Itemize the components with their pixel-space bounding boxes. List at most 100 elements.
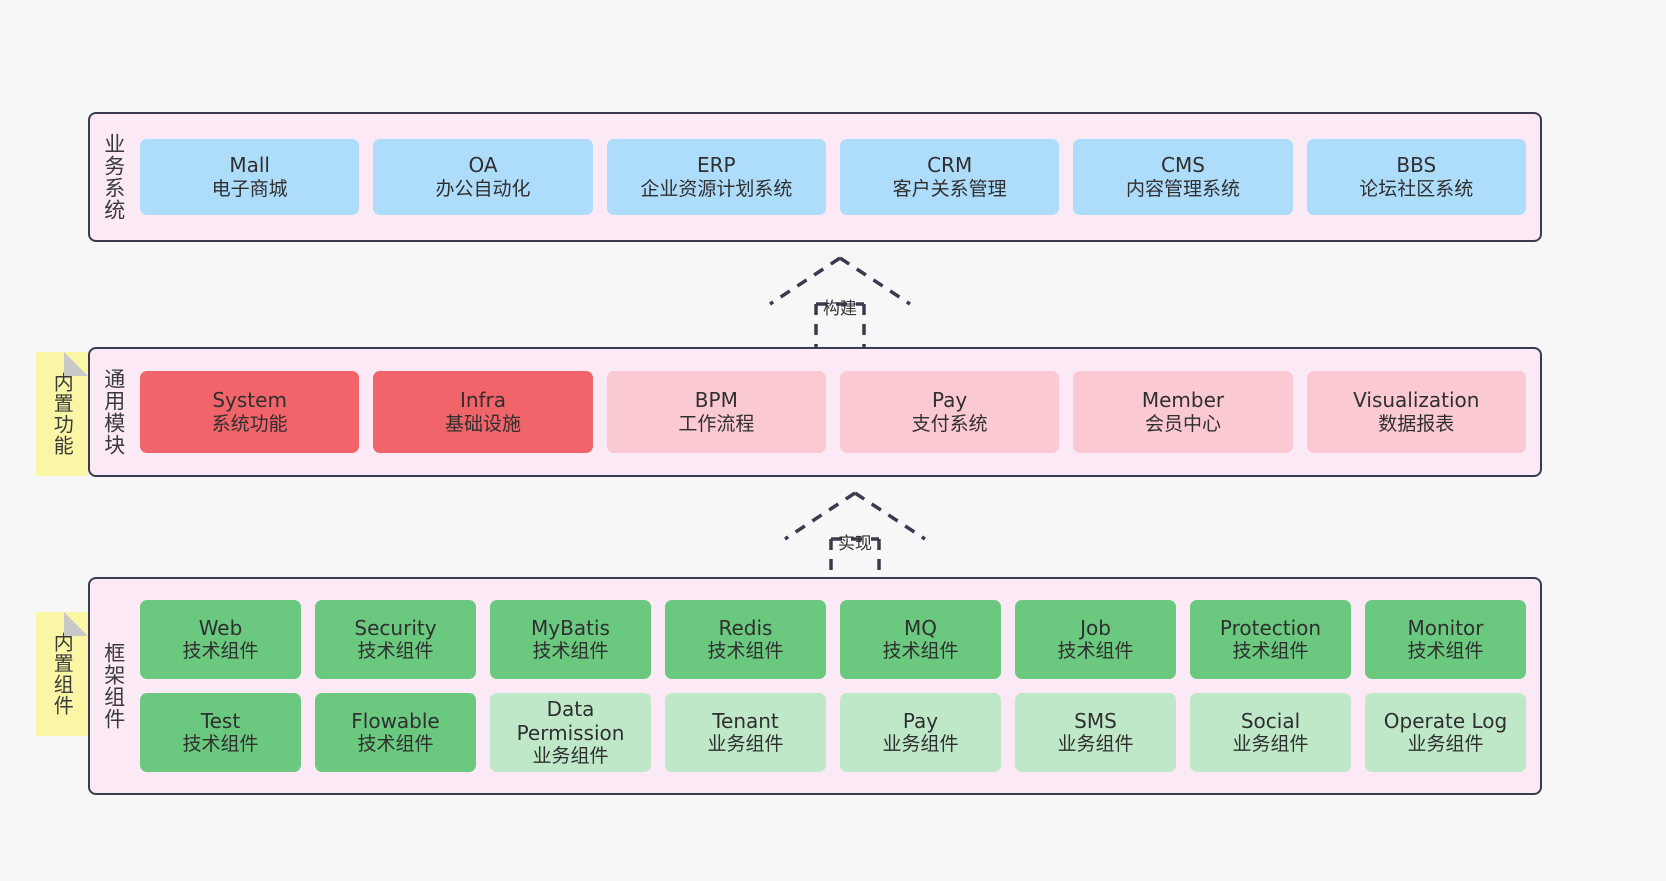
card-subtitle: 技术组件 xyxy=(1407,640,1484,663)
card-pay-business[interactable]: Pay 业务组件 xyxy=(840,693,1001,772)
framework-row-business: Test 技术组件 Flowable 技术组件 Data Permission … xyxy=(140,693,1526,772)
card-title: ERP xyxy=(697,153,736,178)
card-data-permission[interactable]: Data Permission 业务组件 xyxy=(490,693,651,772)
card-title: Data Permission xyxy=(516,696,625,745)
card-visualization[interactable]: Visualization 数据报表 xyxy=(1306,371,1526,453)
card-subtitle: 技术组件 xyxy=(357,733,434,756)
card-subtitle: 业务组件 xyxy=(1407,733,1484,756)
card-sms[interactable]: SMS 业务组件 xyxy=(1015,693,1176,772)
card-subtitle: 论坛社区系统 xyxy=(1359,177,1474,200)
card-test[interactable]: Test 技术组件 xyxy=(140,693,301,772)
card-job[interactable]: Job 技术组件 xyxy=(1015,600,1176,679)
card-title: BBS xyxy=(1396,153,1437,178)
card-subtitle: 技术组件 xyxy=(357,640,434,663)
business-card-list: Mall 电子商城 OA 办公自动化 ERP 企业资源计划系统 CRM 客户关系… xyxy=(136,114,1540,240)
card-subtitle: 电子商城 xyxy=(211,177,288,200)
card-title: BPM xyxy=(694,388,738,413)
card-title: Pay xyxy=(902,708,939,733)
card-title: CRM xyxy=(927,153,973,178)
layer-label-common: 通用模块 xyxy=(101,368,126,456)
card-title: Member xyxy=(1141,388,1225,413)
card-subtitle: 业务组件 xyxy=(882,733,959,756)
note-fold-icon xyxy=(64,352,88,376)
card-title: Security xyxy=(354,615,437,640)
framework-card-list: Web 技术组件 Security 技术组件 MyBatis 技术组件 Redi… xyxy=(136,579,1540,793)
card-subtitle: 数据报表 xyxy=(1378,412,1455,435)
card-title: SMS xyxy=(1074,708,1117,733)
common-card-list: System 系统功能 Infra 基础设施 BPM 工作流程 Pay 支付系统… xyxy=(136,349,1540,475)
note-builtin-features: 内置功能 xyxy=(36,352,88,476)
card-erp[interactable]: ERP 企业资源计划系统 xyxy=(606,139,826,215)
card-operate-log[interactable]: Operate Log 业务组件 xyxy=(1365,693,1526,772)
note-label: 内置功能 xyxy=(50,372,75,456)
card-title: Redis xyxy=(718,615,773,640)
card-protection[interactable]: Protection 技术组件 xyxy=(1190,600,1351,679)
card-flowable[interactable]: Flowable 技术组件 xyxy=(315,693,476,772)
card-title: Social xyxy=(1240,708,1301,733)
card-title: Monitor xyxy=(1407,615,1484,640)
card-bbs[interactable]: BBS 论坛社区系统 xyxy=(1306,139,1526,215)
card-member[interactable]: Member 会员中心 xyxy=(1073,371,1293,453)
layer-common-modules: 通用模块 System 系统功能 Infra 基础设施 BPM 工作流程 Pay… xyxy=(88,347,1542,477)
card-subtitle: 业务组件 xyxy=(1057,733,1134,756)
card-subtitle: 工作流程 xyxy=(678,412,755,435)
card-cms[interactable]: CMS 内容管理系统 xyxy=(1073,139,1293,215)
card-infra[interactable]: Infra 基础设施 xyxy=(373,371,593,453)
card-mq[interactable]: MQ 技术组件 xyxy=(840,600,1001,679)
card-web[interactable]: Web 技术组件 xyxy=(140,600,301,679)
card-tenant[interactable]: Tenant 业务组件 xyxy=(665,693,826,772)
card-subtitle: 客户关系管理 xyxy=(892,177,1007,200)
card-title: Flowable xyxy=(351,708,440,733)
layer-business-systems: 业务系统 Mall 电子商城 OA 办公自动化 ERP 企业资源计划系统 CRM… xyxy=(88,112,1542,242)
card-title: Web xyxy=(198,615,243,640)
card-title: Infra xyxy=(459,388,507,413)
card-subtitle: 业务组件 xyxy=(532,745,609,768)
card-subtitle: 内容管理系统 xyxy=(1125,177,1240,200)
card-mybatis[interactable]: MyBatis 技术组件 xyxy=(490,600,651,679)
card-subtitle: 技术组件 xyxy=(707,640,784,663)
card-security[interactable]: Security 技术组件 xyxy=(315,600,476,679)
card-title: Visualization xyxy=(1353,388,1480,413)
card-pay[interactable]: Pay 支付系统 xyxy=(839,371,1060,453)
card-mall[interactable]: Mall 电子商城 xyxy=(140,139,360,215)
card-subtitle: 技术组件 xyxy=(182,640,259,663)
card-title: MQ xyxy=(904,615,937,640)
note-fold-icon xyxy=(64,612,88,636)
layer-label-framework: 框架组件 xyxy=(101,642,126,730)
framework-row-technical: Web 技术组件 Security 技术组件 MyBatis 技术组件 Redi… xyxy=(140,600,1526,679)
card-title: System xyxy=(212,388,287,413)
layer-label-business: 业务系统 xyxy=(101,133,126,221)
card-oa[interactable]: OA 办公自动化 xyxy=(373,139,593,215)
card-subtitle: 支付系统 xyxy=(911,412,988,435)
card-title: Mall xyxy=(229,153,270,178)
card-title: Pay xyxy=(932,388,968,413)
card-subtitle: 技术组件 xyxy=(1232,640,1309,663)
card-title: Tenant xyxy=(712,708,779,733)
layer-framework-components: 框架组件 Web 技术组件 Security 技术组件 MyBatis 技术组件… xyxy=(88,577,1542,795)
card-monitor[interactable]: Monitor 技术组件 xyxy=(1365,600,1526,679)
note-builtin-components: 内置组件 xyxy=(36,612,88,736)
card-subtitle: 技术组件 xyxy=(182,733,259,756)
card-redis[interactable]: Redis 技术组件 xyxy=(665,600,826,679)
card-subtitle: 会员中心 xyxy=(1144,412,1221,435)
card-system[interactable]: System 系统功能 xyxy=(140,371,360,453)
card-title: MyBatis xyxy=(531,615,610,640)
card-subtitle: 企业资源计划系统 xyxy=(640,177,793,200)
card-title: Test xyxy=(200,708,241,733)
card-bpm[interactable]: BPM 工作流程 xyxy=(606,371,826,453)
card-subtitle: 办公自动化 xyxy=(435,177,531,200)
card-subtitle: 技术组件 xyxy=(1057,640,1134,663)
card-subtitle: 基础设施 xyxy=(444,412,521,435)
connector-build-label: 构建 xyxy=(823,299,857,319)
card-subtitle: 业务组件 xyxy=(707,733,784,756)
card-subtitle: 技术组件 xyxy=(532,640,609,663)
card-subtitle: 技术组件 xyxy=(882,640,959,663)
card-subtitle: 业务组件 xyxy=(1232,733,1309,756)
card-title: CMS xyxy=(1161,153,1205,178)
connector-implement-label: 实现 xyxy=(838,534,872,554)
card-subtitle: 系统功能 xyxy=(211,412,288,435)
note-label: 内置组件 xyxy=(50,632,75,716)
card-crm[interactable]: CRM 客户关系管理 xyxy=(839,139,1060,215)
connector-build: 构建 xyxy=(760,252,920,352)
card-social[interactable]: Social 业务组件 xyxy=(1190,693,1351,772)
